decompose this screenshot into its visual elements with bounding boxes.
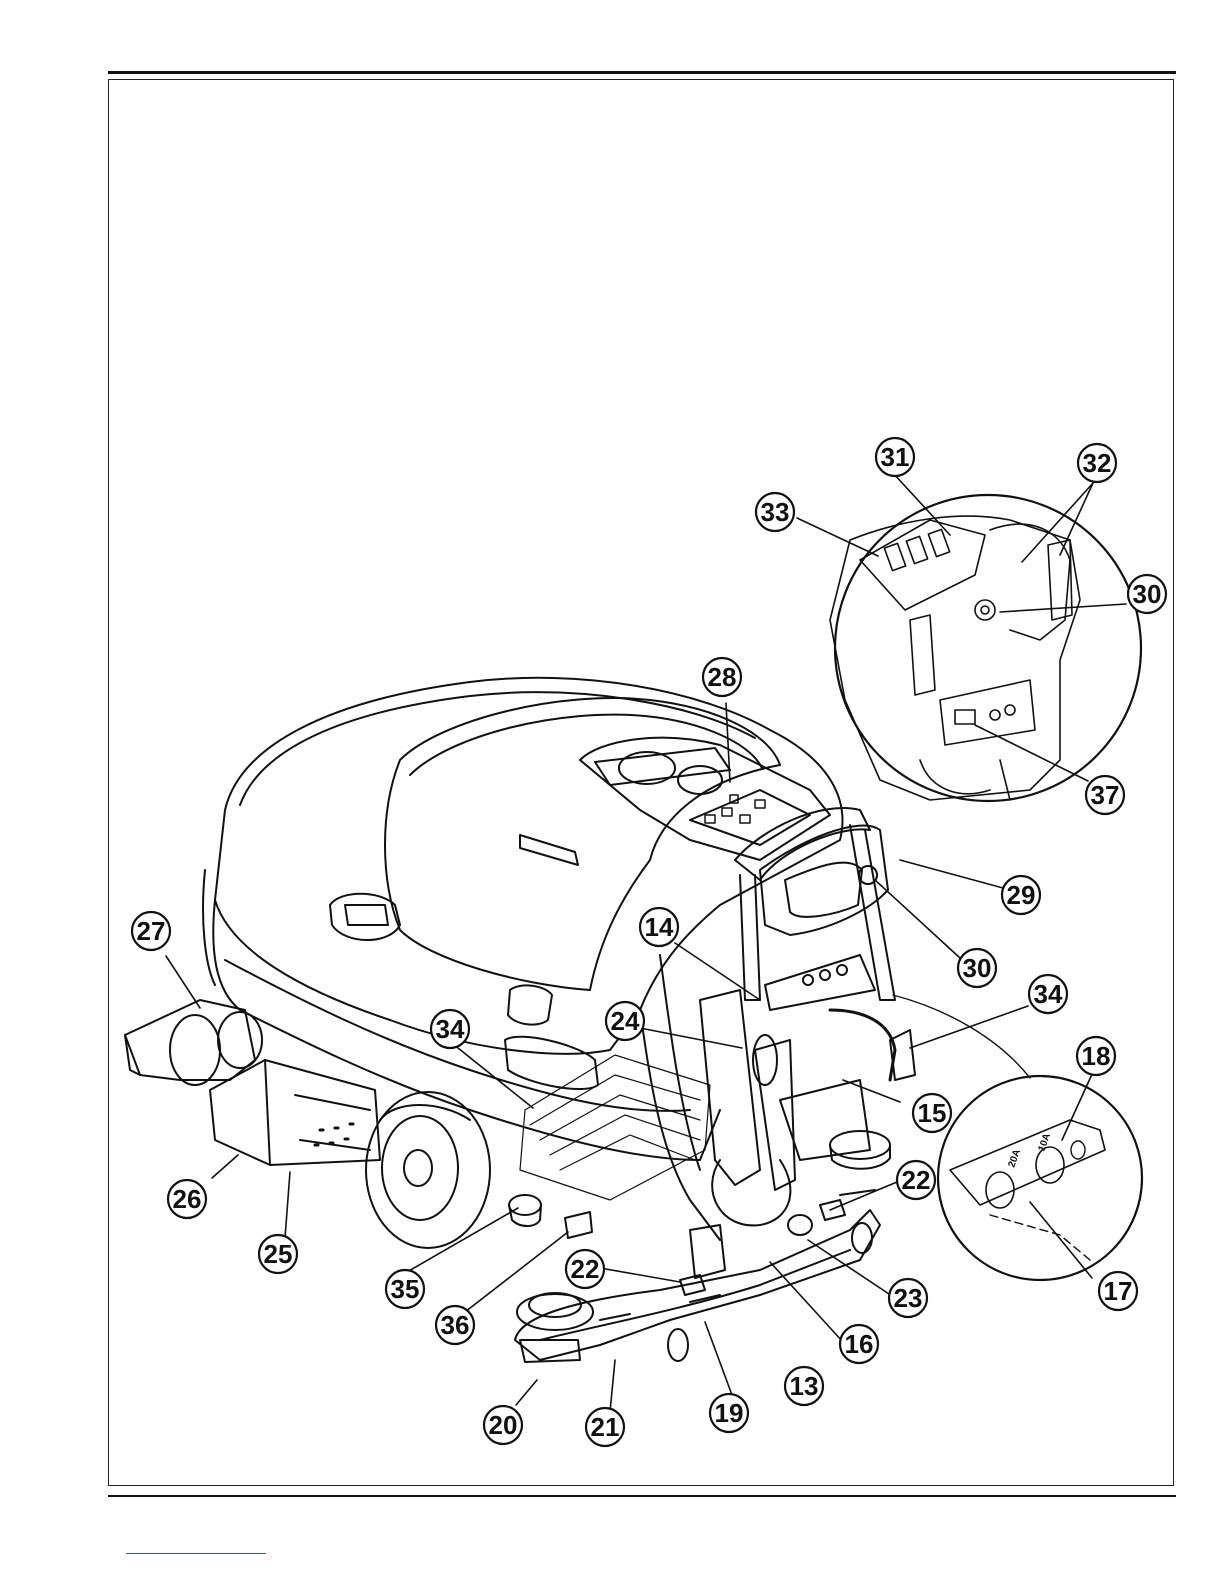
callout-label: 30: [963, 953, 992, 983]
callout-23: 23: [889, 1279, 927, 1317]
squeegee-rear: [125, 1000, 380, 1165]
brush-housing: [509, 1195, 812, 1278]
callout-label: 16: [845, 1329, 874, 1359]
callout-33: 33: [756, 493, 794, 531]
callout-label: 29: [1007, 880, 1036, 910]
callout-13: 13: [785, 1367, 823, 1405]
callout-label: 20: [489, 1410, 518, 1440]
callout-label: 35: [391, 1274, 420, 1304]
callout-label: 33: [761, 497, 790, 527]
callout-30: 30: [1128, 575, 1166, 613]
callout-28: 28: [703, 658, 741, 696]
callout-24: 24: [606, 1002, 644, 1040]
callout-label: 23: [894, 1283, 923, 1313]
callout-label: 34: [1034, 979, 1063, 1009]
battery-compartment: [520, 1055, 710, 1200]
callout-layer: 13 14 15 16 17 18 19 20 21 22 22 23 24 25 26 27 28 29 30 30…: [132, 438, 1166, 1446]
callout-label: 19: [715, 1398, 744, 1428]
callout-32: 32: [1078, 444, 1116, 482]
callout-36: 36: [436, 1306, 474, 1344]
callout-label: 36: [441, 1310, 470, 1340]
callout-label: 14: [645, 912, 674, 942]
callout-label: 31: [881, 442, 910, 472]
callout-label: 27: [137, 916, 166, 946]
callout-35: 35: [386, 1270, 424, 1308]
rear-wheel: [366, 1092, 490, 1248]
callout-16: 16: [840, 1325, 878, 1363]
callout-15: 15: [913, 1094, 951, 1132]
control-console: [580, 738, 895, 1010]
callout-label: 34: [436, 1014, 465, 1044]
callout-18: 18: [1077, 1037, 1115, 1075]
callout-30: 30: [958, 949, 996, 987]
callout-label: 22: [571, 1254, 600, 1284]
callout-label: 26: [173, 1184, 202, 1214]
callout-label: 28: [708, 662, 737, 692]
leader-lines: [166, 473, 1126, 1412]
breaker-20a-label: 20A: [1006, 1148, 1023, 1169]
callout-label: 13: [790, 1371, 819, 1401]
callout-26: 26: [168, 1180, 206, 1218]
breaker-10a-label: 10A: [1036, 1132, 1053, 1153]
callout-label: 18: [1082, 1041, 1111, 1071]
inset-lower-right: 20A 10A: [893, 995, 1142, 1280]
callout-25: 25: [259, 1235, 297, 1273]
inset-upper-right: [830, 495, 1141, 801]
callout-21: 21: [586, 1408, 624, 1446]
callout-label: 17: [1104, 1276, 1133, 1306]
callout-31: 31: [876, 438, 914, 476]
callout-19: 19: [710, 1394, 748, 1432]
callout-label: 24: [611, 1006, 640, 1036]
callout-22: 22: [566, 1250, 604, 1288]
callout-label: 15: [918, 1098, 947, 1128]
callout-label: 22: [902, 1165, 931, 1195]
callout-27: 27: [132, 912, 170, 950]
callout-34: 34: [431, 1010, 469, 1048]
callout-37: 37: [1086, 776, 1124, 814]
callout-17: 17: [1099, 1272, 1137, 1310]
machine-body: [203, 678, 842, 1240]
callout-label: 21: [591, 1412, 620, 1442]
callout-34: 34: [1029, 975, 1067, 1013]
callout-20: 20: [484, 1406, 522, 1444]
callout-label: 30: [1133, 579, 1162, 609]
front-assembly: [700, 990, 915, 1225]
callout-22: 22: [897, 1161, 935, 1199]
callout-label: 25: [264, 1239, 293, 1269]
callout-label: 32: [1083, 448, 1112, 478]
callout-14: 14: [640, 908, 678, 946]
callout-label: 37: [1091, 780, 1120, 810]
callout-29: 29: [1002, 876, 1040, 914]
